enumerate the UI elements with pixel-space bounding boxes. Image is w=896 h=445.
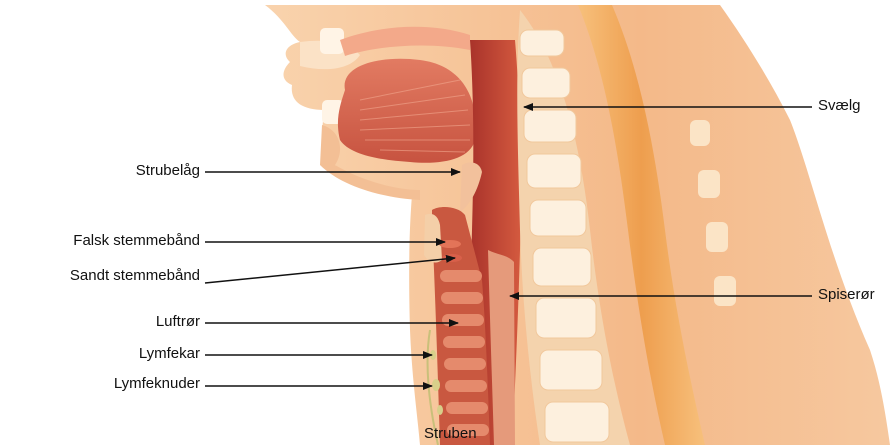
label-lymfeknuder: Lymfeknuder <box>114 375 200 393</box>
false-vocal-fold <box>439 240 461 248</box>
label-falsk-stemmebaand: Falsk stemmebånd <box>73 232 200 250</box>
label-struben: Struben <box>424 425 477 443</box>
label-lymfekar: Lymfekar <box>139 345 200 363</box>
label-spiseroer: Spiserør <box>818 286 875 304</box>
label-luftroer: Luftrør <box>156 313 200 331</box>
label-strubelaag: Strubelåg <box>136 162 200 180</box>
label-svaelg: Svælg <box>818 97 861 115</box>
label-sandt-stemmebaand: Sandt stemmebånd <box>70 267 200 285</box>
